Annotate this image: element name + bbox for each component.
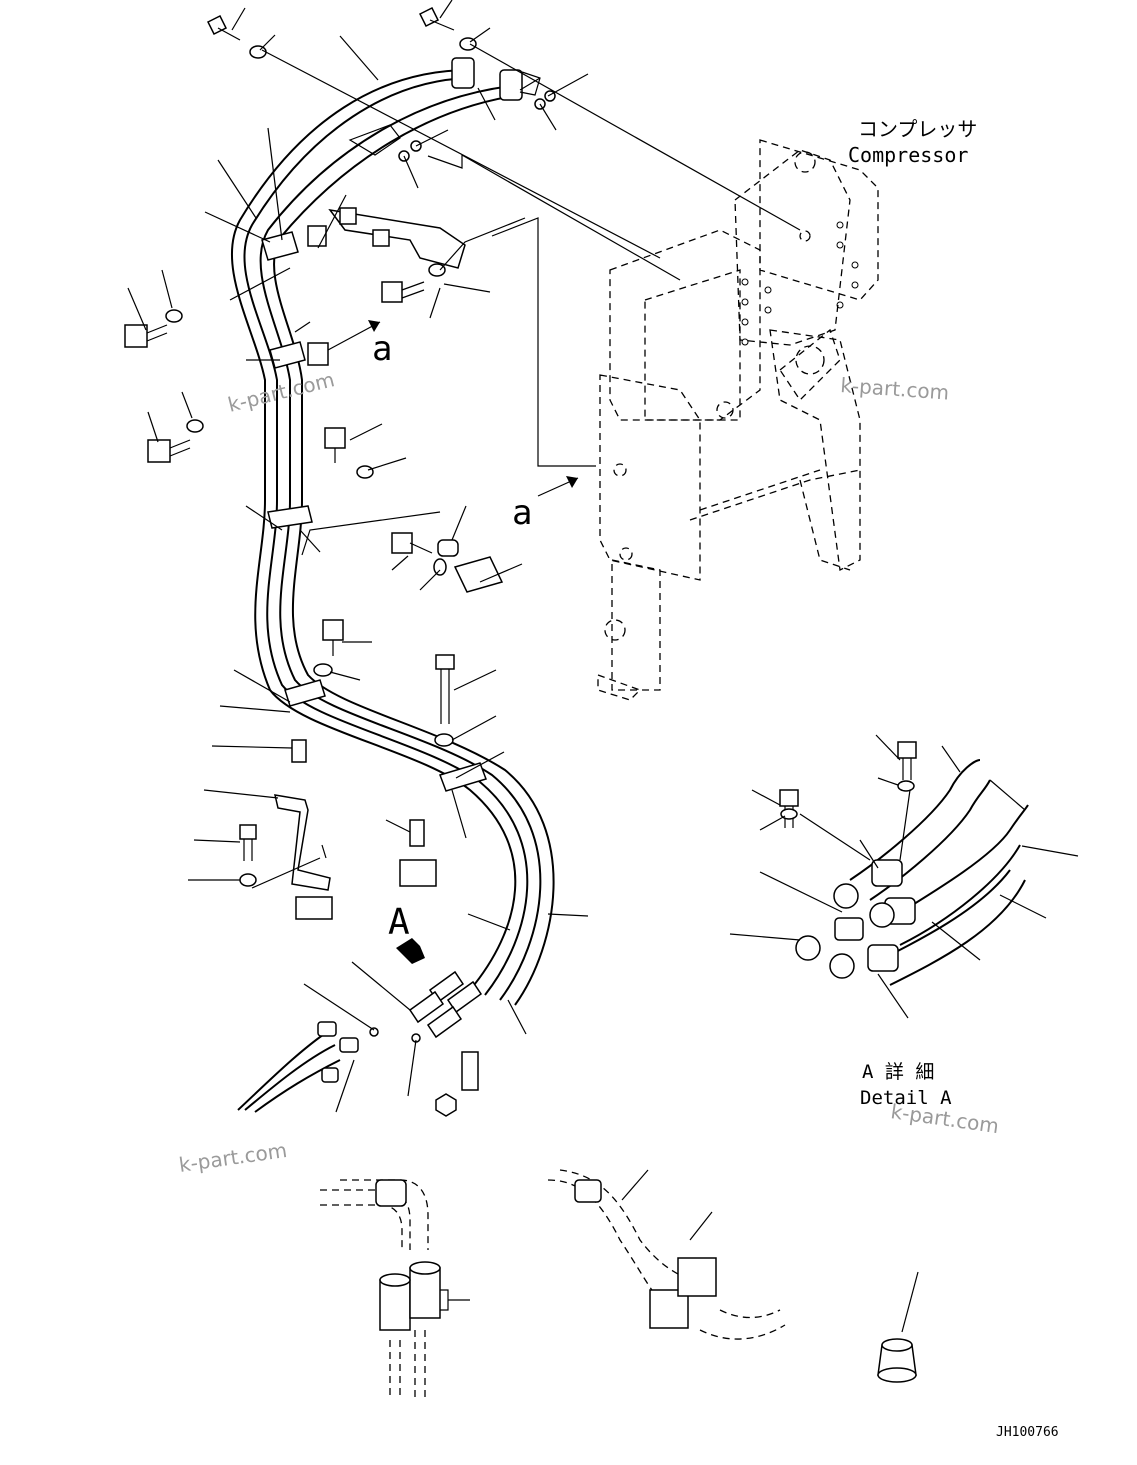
variant-view-bottom-left bbox=[320, 1179, 470, 1400]
view-a-arrow-icon bbox=[396, 938, 425, 964]
clamp-brackets bbox=[261, 207, 504, 920]
watermark: k-part.com bbox=[177, 1138, 288, 1177]
diagram-labels: コンプレッサ Compressor a a A A 詳 細 Detail A J… bbox=[372, 117, 1059, 1440]
watermarks: k-part.com k-part.com k-part.com k-part.… bbox=[177, 367, 1000, 1177]
detail-a-view bbox=[729, 734, 1079, 1019]
connection-lines bbox=[261, 43, 801, 467]
fasteners bbox=[124, 6, 556, 1117]
drawing-number: JH100766 bbox=[996, 1425, 1059, 1440]
watermark: k-part.com bbox=[840, 373, 950, 405]
reference-label-a-upper: a bbox=[372, 329, 392, 369]
compressor-assembly bbox=[597, 139, 879, 701]
leader-lines bbox=[127, 0, 589, 1113]
compressor-label-jp: コンプレッサ bbox=[858, 117, 977, 141]
variant-view-bottom-middle bbox=[547, 1169, 786, 1340]
watermark: k-part.com bbox=[225, 367, 336, 417]
variant-view-left bbox=[237, 1021, 359, 1113]
main-hose-bundle bbox=[230, 57, 555, 1039]
view-label-a: A bbox=[388, 902, 410, 943]
reference-label-a-lower: a bbox=[512, 493, 532, 533]
detail-label-jp: A 詳 細 bbox=[862, 1061, 934, 1083]
variant-view-bottom-right bbox=[877, 1271, 919, 1383]
detail-label-en: Detail A bbox=[860, 1087, 952, 1109]
compressor-label-en: Compressor bbox=[848, 143, 968, 167]
reference-arrows bbox=[327, 320, 579, 964]
